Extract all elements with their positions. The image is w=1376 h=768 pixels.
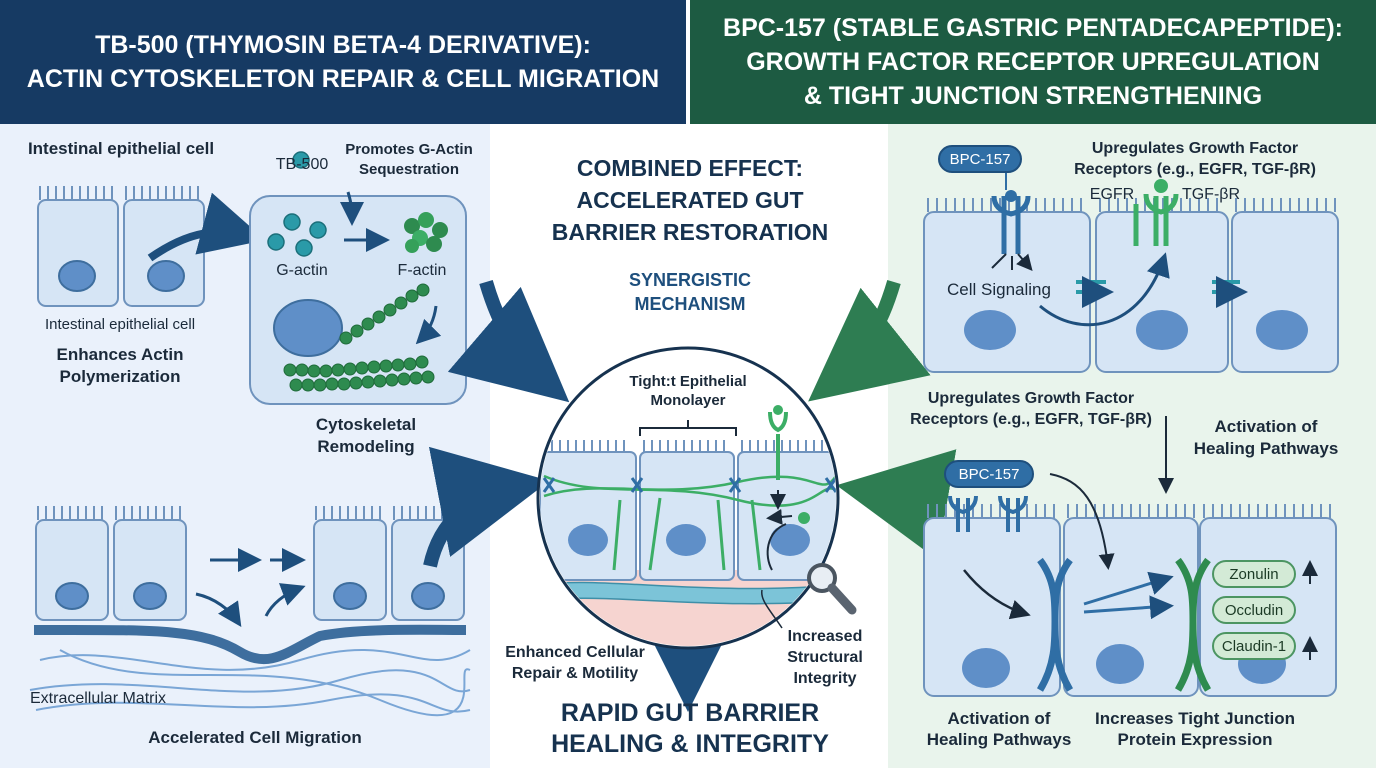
outcome-label: RAPID GUT BARRIER HEALING & INTEGRITY — [520, 698, 860, 760]
activation-bottom-label: Activation of Healing Pathways — [914, 708, 1084, 750]
tgf-label: TGF-βR — [1181, 186, 1241, 203]
egfr-label: EGFR — [1089, 186, 1135, 203]
header-left-line2: ACTIN CYTOSKELETON REPAIR & CELL MIGRATI… — [26, 65, 660, 93]
increases-label: Increases Tight Junction Protein Express… — [1080, 708, 1310, 750]
migration-cells — [29, 506, 471, 716]
outcome-line2: HEALING & INTEGRITY — [551, 730, 829, 758]
bpc157-bottom-pill: BPC-157 — [944, 460, 1034, 488]
increases-line1: Increases Tight Junction — [1095, 709, 1295, 728]
zonulin-pill: Zonulin — [1212, 560, 1296, 588]
header-right-line2: GROWTH FACTOR RECEPTOR UPREGULATION — [746, 48, 1320, 76]
ecm-label: Extracellular Matrix — [30, 690, 167, 707]
bpc157-top-pill: BPC-157 — [938, 145, 1022, 173]
header-right-line3: & TIGHT JUNCTION STRENGTHENING — [803, 82, 1263, 110]
tb500-label: TB-500 — [275, 156, 329, 173]
repair-line2: Repair & Motility — [511, 665, 639, 682]
cell-title: Intestinal epithelial cell — [27, 139, 215, 158]
combined-title-line3: BARRIER RESTORATION — [551, 219, 829, 245]
upreg-mid-label: Upregulates Growth Factor Receptors (e.g… — [896, 388, 1166, 430]
claudin-pill: Claudin-1 — [1212, 632, 1296, 660]
upreg-mid-line1: Upregulates Growth Factor — [927, 390, 1135, 407]
f-actin-label: F-actin — [397, 262, 447, 279]
activation-top-label: Activation of Healing Pathways — [1184, 416, 1348, 460]
promotes-label: Promotes G-Actin Sequestration — [345, 141, 473, 178]
integrity-label: Increased Structural Integrity — [770, 626, 880, 689]
migration-label: Accelerated Cell Migration — [148, 728, 362, 747]
header-left-line1: TB-500 (THYMOSIN BETA-4 DERIVATIVE): — [95, 31, 591, 59]
upreg-mid-line2: Receptors (e.g., EGFR, TGF-βR) — [910, 411, 1152, 428]
upreg-top-label: Upregulates Growth Factor Receptors (e.g… — [1050, 138, 1340, 180]
zoomed-cell — [249, 151, 467, 405]
integrity-line2: Structural — [787, 649, 863, 666]
outcome-line1: RAPID GUT BARRIER — [560, 699, 820, 727]
activation-bottom-line2: Healing Pathways — [926, 730, 1072, 749]
header-right-line1: BPC-157 (STABLE GASTRIC PENTADECAPEPTIDE… — [723, 14, 1343, 42]
arrow-to-zoom — [147, 192, 266, 262]
signaling-label: Cell Signaling — [947, 280, 1051, 299]
converging-arrows — [423, 280, 957, 712]
epithelial-cells-top — [37, 186, 205, 307]
remodeling-label: Cytoskeletal Remodeling — [315, 415, 417, 456]
combined-title-line2: ACCELERATED GUT — [576, 187, 804, 213]
integrity-line3: Integrity — [793, 670, 857, 687]
activation-bottom-line1: Activation of — [947, 709, 1051, 728]
monolayer-label: Tight:t Epithelial Monolayer — [600, 372, 776, 410]
integrity-line1: Increased — [787, 628, 863, 645]
synergy-line1: SYNERGISTIC — [628, 270, 752, 290]
combined-title-line1: COMBINED EFFECT: — [576, 155, 804, 181]
activation-top-line2: Healing Pathways — [1193, 439, 1339, 458]
synergy-line2: MECHANISM — [634, 294, 746, 314]
increases-line2: Protein Expression — [1117, 730, 1273, 749]
activation-top-line1: Activation of — [1214, 417, 1318, 436]
monolayer-line2: Monolayer — [650, 392, 726, 409]
right-top-cells — [923, 170, 1339, 373]
monolayer-circle — [536, 346, 857, 650]
header-left: TB-500 (THYMOSIN BETA-4 DERIVATIVE): ACT… — [0, 0, 686, 124]
enhances-label: Enhances Actin Polymerization — [56, 345, 184, 386]
g-actin-label: G-actin — [276, 262, 328, 279]
repair-line1: Enhanced Cellular — [505, 644, 645, 661]
header-right: BPC-157 (STABLE GASTRIC PENTADECAPEPTIDE… — [690, 0, 1376, 124]
synergistic-label: SYNERGISTIC MECHANISM — [590, 268, 790, 316]
repair-label: Enhanced Cellular Repair & Motility — [490, 642, 660, 684]
combined-effect-title: COMBINED EFFECT: ACCELERATED GUT BARRIER… — [520, 152, 860, 248]
occludin-pill: Occludin — [1212, 596, 1296, 624]
cell-caption: Intestinal epithelial cell — [44, 316, 196, 333]
monolayer-line1: Tight:t Epithelial — [629, 373, 747, 390]
upreg-top-line2: Receptors (e.g., EGFR, TGF-βR) — [1074, 161, 1316, 178]
upreg-top-line1: Upregulates Growth Factor — [1091, 140, 1299, 157]
